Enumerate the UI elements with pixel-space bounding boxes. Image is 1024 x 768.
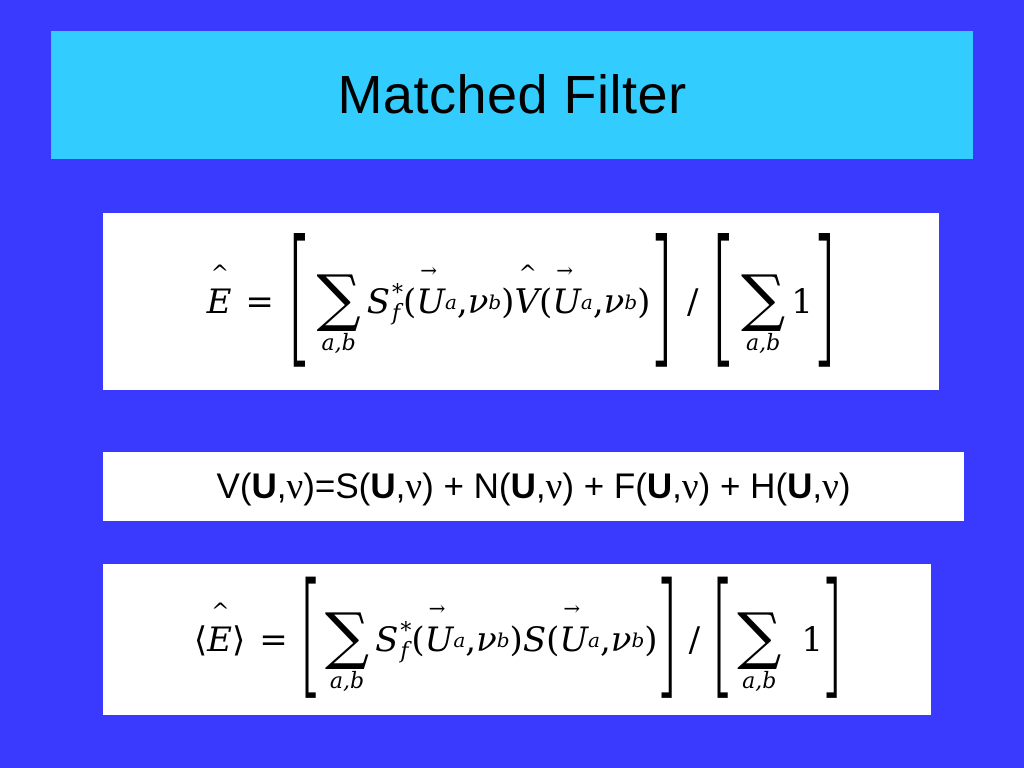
s-function: S <box>375 619 399 660</box>
model-text: ) + H( <box>698 466 788 506</box>
u-vector: U <box>425 596 454 660</box>
model-nu: ν <box>545 466 563 507</box>
paren-open-2: ( <box>546 619 560 660</box>
summation: ∑ a,b <box>316 261 361 357</box>
model-u: U <box>510 466 536 506</box>
s-superscript: * <box>392 280 404 306</box>
nu-var-2: ν <box>610 619 632 660</box>
right-bracket: ] <box>654 554 679 713</box>
paren-close-2: ) <box>644 619 658 660</box>
paren-close: ) <box>509 619 523 660</box>
comma: , <box>465 619 477 660</box>
u-vector: U <box>416 258 445 322</box>
comma-2: , <box>599 619 611 660</box>
comma-2: , <box>592 281 604 322</box>
paren-close-2: ) <box>637 281 651 322</box>
sum-symbol-2: ∑ <box>740 261 786 334</box>
sum-index-2: a,b <box>745 331 781 356</box>
right-bracket: ] <box>648 208 675 383</box>
model-text: , <box>672 466 682 506</box>
summation-2: ∑ a,b <box>740 261 786 357</box>
u-subscript-2: a <box>588 627 600 652</box>
close-angle: ⟩ <box>232 619 246 660</box>
s-sup-sub: * f <box>392 280 404 326</box>
model-text: , <box>535 466 546 506</box>
nu-subscript: b <box>488 289 502 314</box>
nu-subscript-2: b <box>631 627 645 652</box>
equation-estimator-row: E = [ ∑ a,b S * f ( U a , ν b ) V ( U a … <box>103 213 939 390</box>
sum-index: a,b <box>329 669 365 694</box>
s-superscript: * <box>400 618 412 644</box>
equals-sign: = <box>259 619 288 660</box>
comma: , <box>456 281 468 322</box>
s-function: S <box>366 281 391 322</box>
v-hat: V <box>514 262 539 322</box>
summation-2: ∑ a,b <box>737 599 782 695</box>
e-hat: E <box>207 262 232 322</box>
divide-sign: / <box>688 619 701 660</box>
model-u: U <box>646 466 673 506</box>
slide-title: Matched Filter <box>337 65 687 125</box>
left-bracket: [ <box>298 554 323 713</box>
model-nu: ν <box>286 466 304 507</box>
u-subscript: a <box>444 289 457 314</box>
one: 1 <box>791 281 813 322</box>
nu-var: ν <box>476 619 497 660</box>
one: 1 <box>801 619 824 660</box>
model-nu: ν <box>405 466 423 507</box>
s-function-2: S <box>522 619 547 660</box>
model-u: U <box>370 466 396 506</box>
right-bracket-2: ] <box>819 554 844 713</box>
e-hat: E <box>207 600 232 660</box>
left-bracket-2: [ <box>710 554 735 713</box>
sum-symbol-2: ∑ <box>737 599 782 672</box>
model-text: , <box>395 466 406 506</box>
equation-model: V( U , ν )=S( U , ν ) + N( U , ν ) + F( … <box>103 452 964 521</box>
nu-var: ν <box>467 281 489 322</box>
s-subscript: f <box>392 300 401 326</box>
equation-expectation: ⟨ E ⟩ = [ ∑ a,b S * f ( U a , ν b ) S ( … <box>103 564 931 715</box>
sum-index-2: a,b <box>742 669 777 694</box>
open-angle: ⟨ <box>193 619 208 660</box>
model-u: U <box>251 466 277 506</box>
model-u: U <box>787 466 813 506</box>
sum-symbol: ∑ <box>316 261 361 334</box>
sum-symbol: ∑ <box>324 599 370 672</box>
right-bracket-2: ] <box>810 208 838 383</box>
nu-subscript-2: b <box>624 289 638 314</box>
model-text: V( <box>216 466 252 506</box>
model-nu: ν <box>822 466 839 507</box>
model-text: ) + N( <box>422 466 511 506</box>
model-text: ) <box>838 466 851 506</box>
u-subscript-2: a <box>580 289 593 314</box>
paren-open: ( <box>411 619 425 660</box>
paren-open-2: ( <box>539 281 553 322</box>
u-vector-2: U <box>552 258 581 322</box>
title-bar: Matched Filter <box>51 31 973 159</box>
equals-sign: = <box>245 281 274 322</box>
equation-estimator: E = [ ∑ a,b S * f ( U a , ν b ) V ( U a … <box>103 213 939 390</box>
s-subscript: f <box>400 638 409 664</box>
model-text: , <box>812 466 823 506</box>
summation: ∑ a,b <box>324 599 370 695</box>
paren-close: ) <box>501 281 515 322</box>
model-nu: ν <box>681 466 699 507</box>
left-bracket: [ <box>286 208 313 383</box>
model-text: , <box>276 466 287 506</box>
u-vector-2: U <box>559 596 588 660</box>
equation-expectation-row: ⟨ E ⟩ = [ ∑ a,b S * f ( U a , ν b ) S ( … <box>103 564 931 715</box>
nu-subscript: b <box>496 627 510 652</box>
sum-index: a,b <box>321 331 356 356</box>
divide-sign: / <box>686 281 699 322</box>
u-subscript: a <box>453 627 466 652</box>
left-bracket-2: [ <box>710 208 737 383</box>
s-sup-sub: * f <box>400 618 412 664</box>
model-text: )=S( <box>303 466 371 506</box>
nu-var-2: ν <box>603 281 625 322</box>
paren-open: ( <box>403 281 417 322</box>
model-text: ) + F( <box>562 466 647 506</box>
